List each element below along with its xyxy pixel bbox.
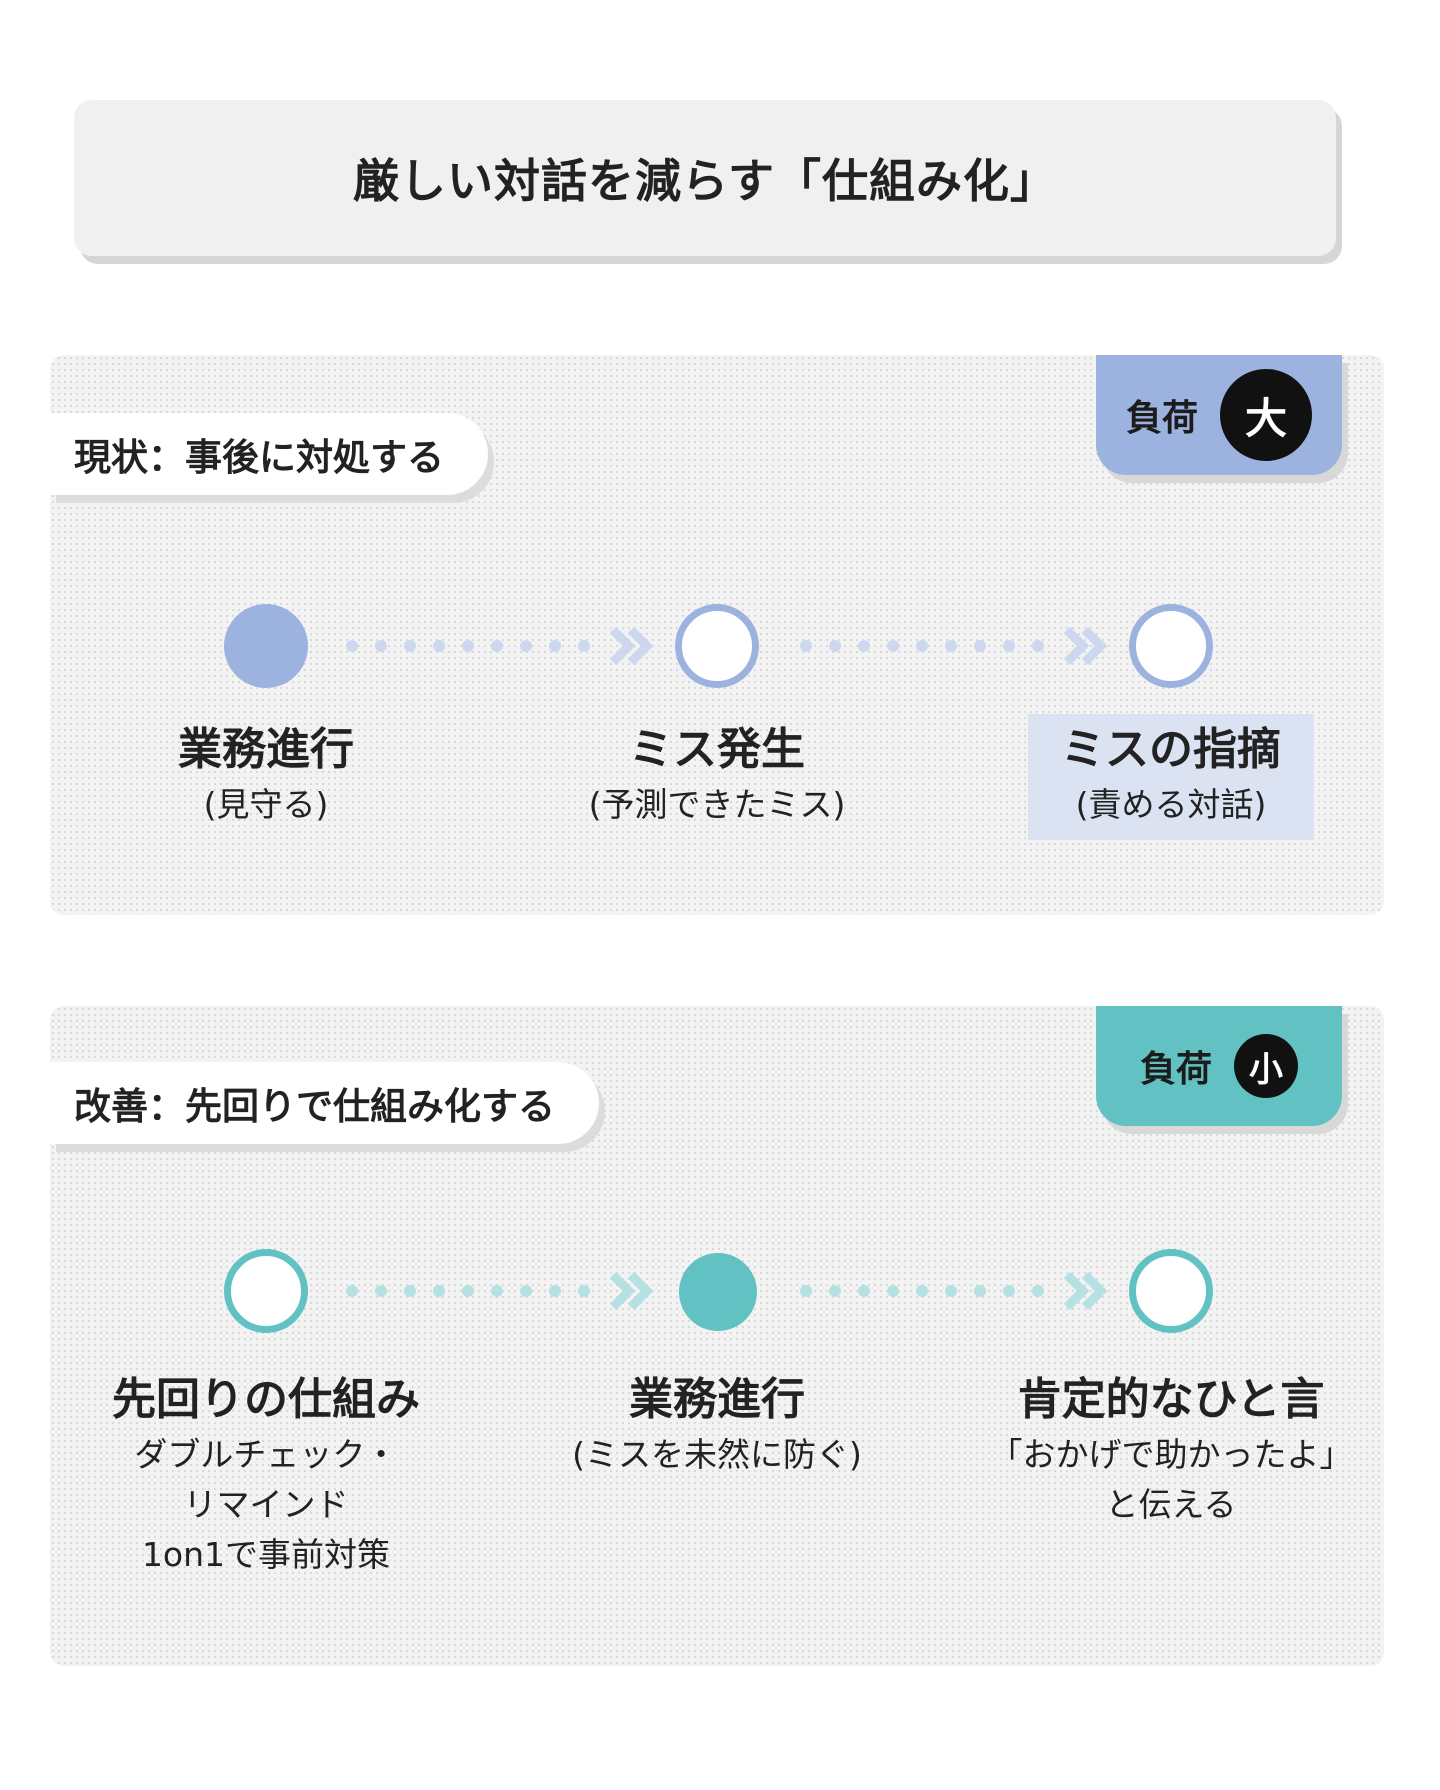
- step-subtitle: (見守る): [203, 785, 329, 824]
- load-label: 負荷: [1125, 398, 1198, 439]
- step-title: 肯定的なひと言: [1017, 1374, 1325, 1425]
- connector-dots: [346, 1271, 607, 1311]
- step-node-outline: [224, 1249, 308, 1333]
- step-node-filled: [224, 604, 308, 688]
- step-title: 業務進行: [629, 1374, 805, 1425]
- step-node-outline: [1129, 1249, 1213, 1333]
- connector-dots: [800, 1271, 1061, 1311]
- load-level-badge: 小: [1234, 1034, 1298, 1098]
- step-subtitle-line: と伝える: [1105, 1485, 1237, 1524]
- step-subtitle-line: 1on1で事前対策: [141, 1535, 391, 1574]
- current-load-badge: 負荷 大: [1096, 355, 1342, 475]
- step-1: 先回りの仕組み ダブルチェック・ リマインド 1on1で事前対策: [86, 1370, 446, 1580]
- step-subtitle-line: 「おかげで助かったよ」: [989, 1435, 1353, 1474]
- step-node-filled: [679, 1253, 757, 1331]
- current-panel: 現状：事後に対処する 負荷 大 業務進行 (見守る) ミス発生 (予測できたミス…: [50, 355, 1384, 915]
- step-subtitle: (予測できたミス): [588, 785, 846, 824]
- page-title: 厳しい対話を減らす「仕組み化」: [352, 154, 1058, 208]
- improved-label: 改善：先回りで仕組み化する: [50, 1062, 599, 1144]
- improved-panel: 改善：先回りで仕組み化する 負荷 小 先回りの仕組み ダブルチェック・ リマイン…: [50, 1006, 1384, 1666]
- step-3: 肯定的なひと言 「おかげで助かったよ」 と伝える: [986, 1370, 1356, 1530]
- title-box: 厳しい対話を減らす「仕組み化」: [74, 100, 1336, 256]
- chevron-right-icon: [1063, 626, 1108, 666]
- chevron-right-icon: [609, 1271, 654, 1311]
- step-title: 業務進行: [178, 724, 354, 775]
- step-subtitle-line: ダブルチェック・: [134, 1435, 398, 1474]
- load-level-badge: 大: [1220, 369, 1312, 461]
- step-subtitle-line: (ミスを未然に防ぐ): [572, 1435, 862, 1474]
- step-subtitle-line: リマインド: [183, 1485, 349, 1524]
- connector-dots: [346, 626, 607, 666]
- step-3-highlighted: ミスの指摘 (責める対話): [1028, 714, 1314, 840]
- step-1: 業務進行 (見守る): [96, 720, 436, 830]
- connector-dots: [800, 626, 1061, 666]
- chevron-right-icon: [1063, 1271, 1108, 1311]
- current-label: 現状：事後に対処する: [50, 413, 488, 495]
- step-title: 先回りの仕組み: [112, 1374, 420, 1425]
- improved-load-badge: 負荷 小: [1096, 1006, 1342, 1126]
- step-title: ミスの指摘: [1061, 724, 1281, 775]
- chevron-right-icon: [609, 626, 654, 666]
- load-label: 負荷: [1139, 1049, 1212, 1090]
- step-2: ミス発生 (予測できたミス): [547, 720, 887, 830]
- step-2: 業務進行 (ミスを未然に防ぐ): [537, 1370, 897, 1480]
- step-node-outline: [1129, 604, 1213, 688]
- step-subtitle: (責める対話): [1075, 785, 1267, 824]
- step-node-outline: [675, 604, 759, 688]
- step-title: ミス発生: [629, 724, 805, 775]
